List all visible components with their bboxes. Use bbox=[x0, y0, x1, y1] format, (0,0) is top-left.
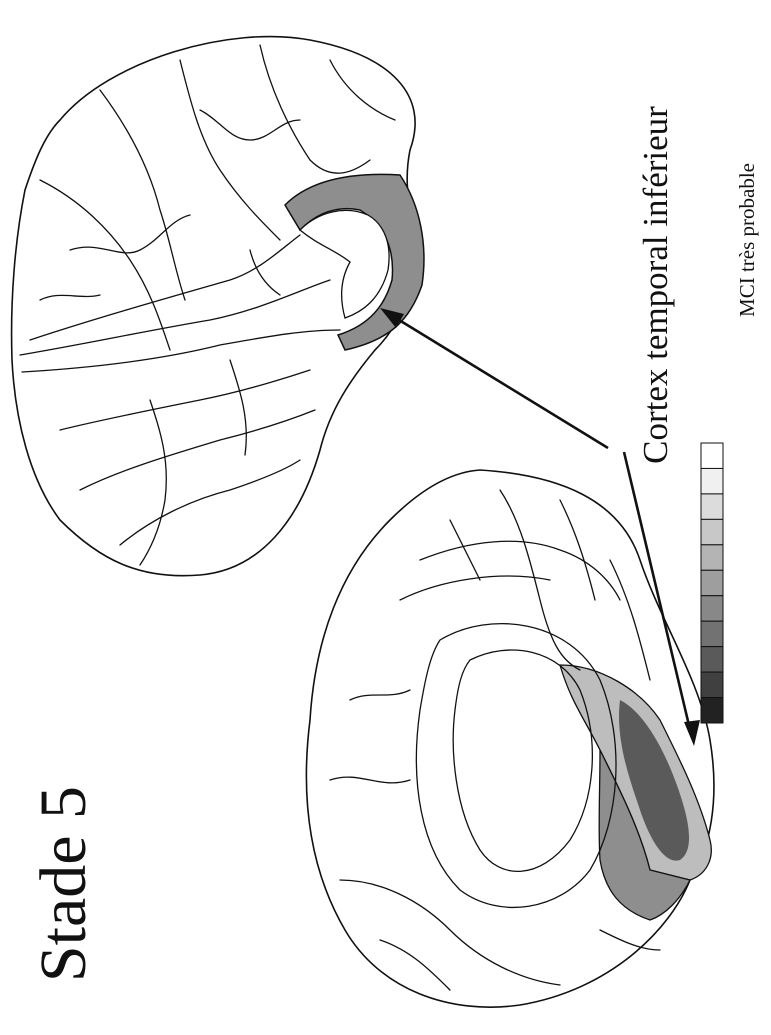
scale-step bbox=[701, 494, 723, 519]
scale-step bbox=[701, 672, 723, 697]
region-label: Cortex temporal inférieur bbox=[631, 50, 681, 520]
arrow-to-lateral-region bbox=[386, 312, 608, 448]
status-label: MCI très probable bbox=[732, 130, 762, 350]
scale-step bbox=[701, 647, 723, 672]
scale-step bbox=[701, 698, 723, 723]
scale-step bbox=[701, 596, 723, 621]
grayscale-scale-bar bbox=[701, 443, 723, 723]
scale-step bbox=[701, 519, 723, 544]
stage-title: Stade 5 bbox=[24, 734, 104, 1034]
medial-hemisphere bbox=[306, 470, 714, 1007]
scale-step bbox=[701, 545, 723, 570]
scale-step bbox=[701, 570, 723, 595]
scale-step bbox=[701, 468, 723, 493]
lateral-hemisphere bbox=[12, 37, 424, 576]
scale-step bbox=[701, 443, 723, 468]
scale-step bbox=[701, 621, 723, 646]
